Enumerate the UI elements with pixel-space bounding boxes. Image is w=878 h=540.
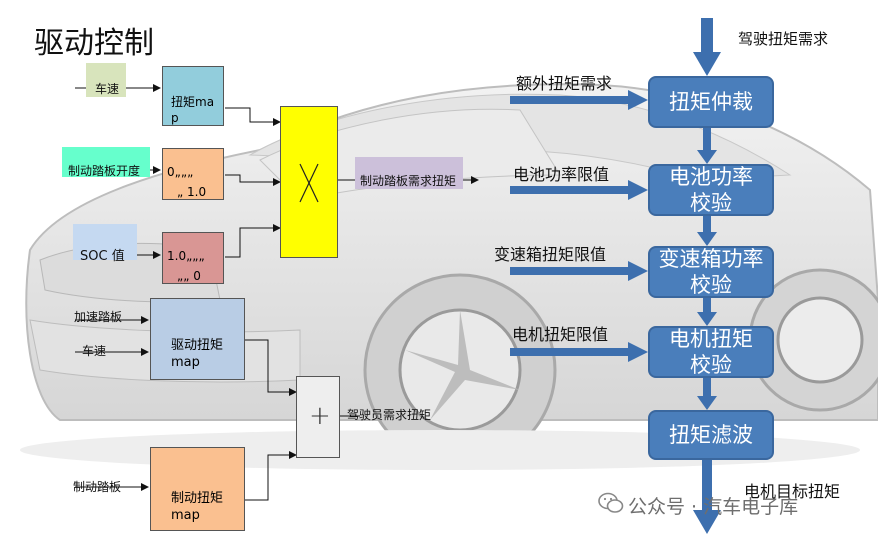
lookup-table-1: 0„„„ „ 1.0 [162,148,224,200]
wechat-icon [598,492,624,514]
table2-bottom-text: „„ 0 [177,269,201,283]
table2-top-text: 1.0„„„ [167,249,205,263]
side-input-label-3: 变速箱扭矩限值 [494,245,607,264]
soc-label-bg [73,224,137,260]
multiply-cross-icon [299,163,319,203]
torque-filter-text: 扭矩滤波 [669,423,753,447]
multiplier-block [280,106,338,258]
torque-filter-box: 扭矩滤波 [648,410,774,460]
soc-input-label: SOC 值 [80,249,125,264]
output-label: 电机目标扭矩 [744,482,841,501]
gearbox-power-check-text: 变速箱功率校验 [658,247,764,297]
lookup-table-2: 1.0„„„ „„ 0 [162,232,224,284]
accel-input-label: 加速踏板 [74,310,123,324]
torque-map-block: 扭矩map [162,66,224,126]
torque-arbitration-box: 扭矩仲裁 [648,76,774,128]
table1-top-text: 0„„„ [167,165,194,179]
side-input-label-2: 电池功率限值 [513,165,610,184]
torque-arbitration-text: 扭矩仲裁 [669,90,753,114]
battery-power-check-text: 电池功率校验 [669,165,753,215]
motor-torque-check-box: 电机扭矩校验 [648,326,774,378]
driver-torque-output-label: 驾驶员需求扭矩 [347,408,432,422]
gearbox-power-check-box: 变速箱功率校验 [648,246,774,298]
side-input-label-1: 额外扭矩需求 [516,74,613,93]
top-input-label: 驾驶扭矩需求 [738,30,829,48]
side-input-label-4: 电机扭矩限值 [512,325,609,344]
brake-pedal-torque-label-bg [355,157,463,189]
speed-label-bg [86,63,126,97]
speed-input-label: 车速 [95,82,120,96]
table1-bottom-text: „ 1.0 [177,185,207,199]
brake-torque-map-label: 制动扭矩map [171,491,224,523]
drive-torque-map-label: 驱动扭矩map [171,338,224,370]
brake-torque-map-block: 制动扭矩map [150,447,245,531]
watermark-text: 公众号 · 汽车电子库 [628,496,799,518]
sum-block: + [296,376,340,458]
brake-opening-input-label: 制动踏板开度 [68,164,141,178]
torque-map-label: 扭矩map [171,95,215,125]
page-title: 驱动控制 [34,26,154,61]
motor-torque-check-text: 电机扭矩校验 [669,327,753,377]
speed2-input-label: 车速 [82,344,107,358]
brake-pedal-torque-label: 制动踏板需求扭矩 [360,174,457,188]
brake-opening-label-bg [62,147,150,177]
brake-input-label: 制动踏板 [73,480,122,494]
battery-power-check-box: 电池功率校验 [648,164,774,216]
drive-torque-map-block: 驱动扭矩map [150,298,245,380]
sum-symbol: + [309,401,331,431]
